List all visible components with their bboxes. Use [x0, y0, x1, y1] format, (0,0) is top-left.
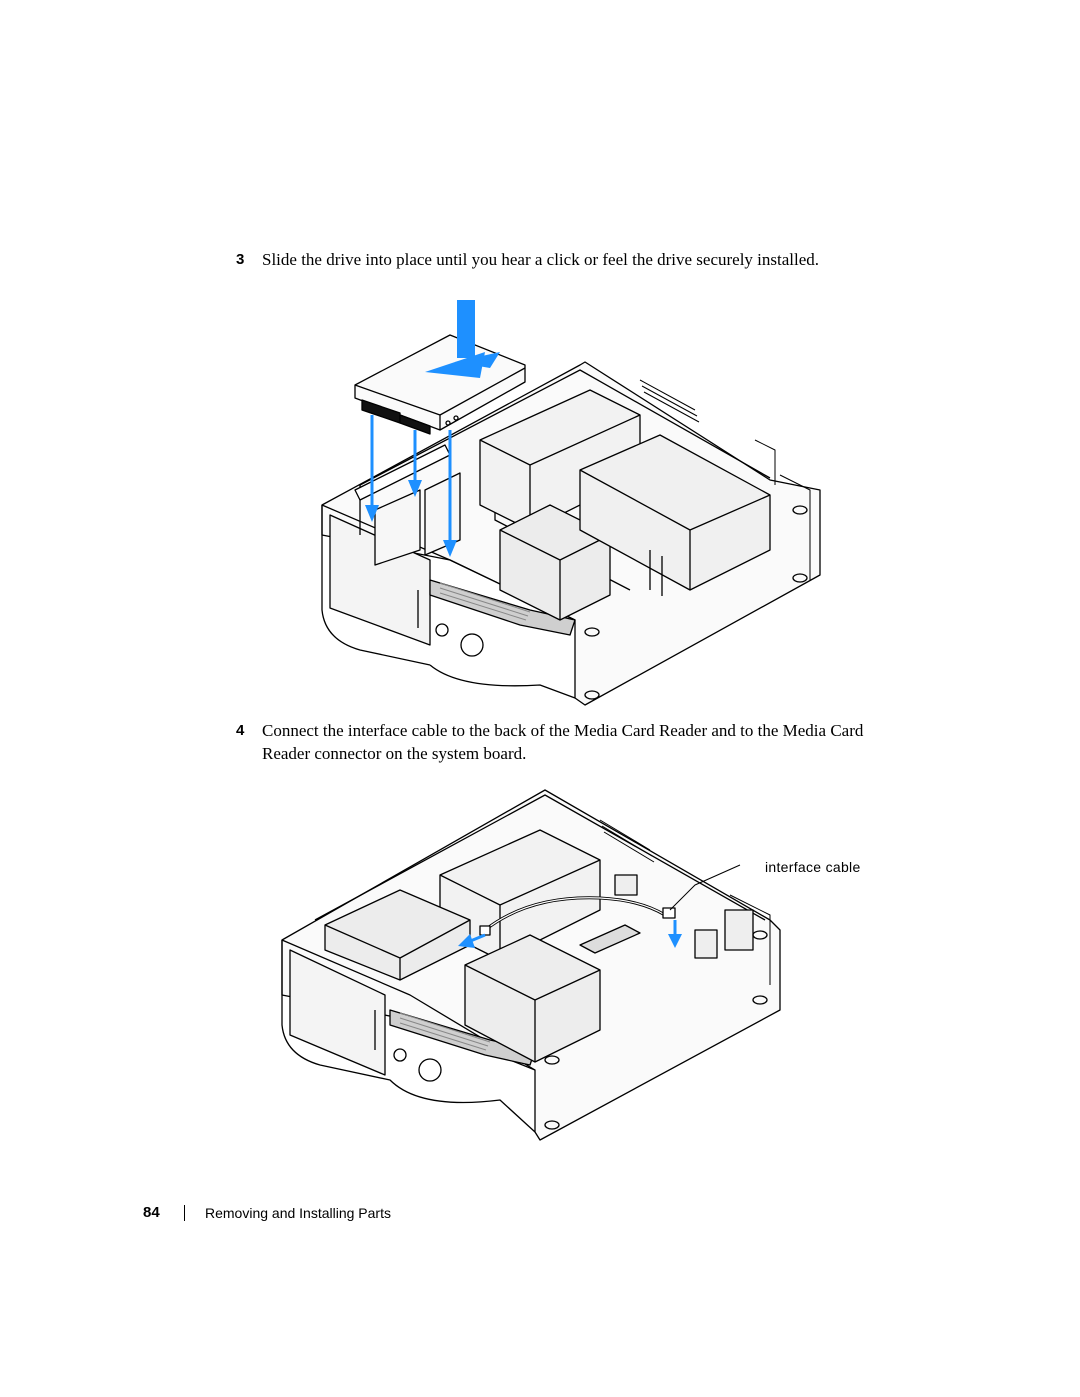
interface-cable-callout: interface cable	[765, 859, 861, 875]
section-title: Removing and Installing Parts	[205, 1205, 391, 1221]
step-number: 3	[236, 251, 245, 268]
step-text: Connect the interface cable to the back …	[262, 721, 864, 763]
step-text: Slide the drive into place until you hea…	[262, 250, 820, 269]
step-number: 4	[236, 722, 245, 739]
figure-connect-cable	[281, 789, 781, 1141]
footer-separator	[184, 1205, 185, 1221]
figure-install-drive	[321, 300, 821, 706]
page-number: 84	[143, 1204, 160, 1221]
